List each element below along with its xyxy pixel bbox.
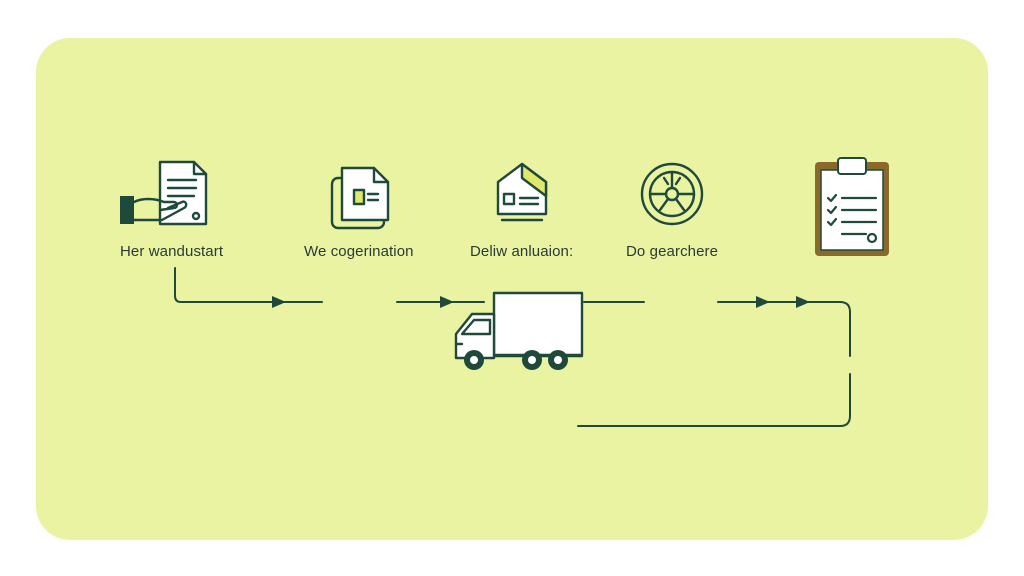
arrow-head-2 [440,296,454,308]
wheel-icon [640,162,704,226]
step-label-3: Deliw anluaion: [470,243,574,260]
step-label-4: Do gearchere [626,243,719,260]
arrow-head-4 [796,296,810,308]
house-shipping-icon [496,162,548,222]
diagram-panel [36,38,988,540]
step-label-2: We cogerination [304,243,414,260]
hand-document-icon [120,160,208,226]
clipboard-checklist-icon [815,157,889,256]
document-icon [330,166,390,230]
arrow-head-1 [272,296,286,308]
connector-4 [717,301,851,357]
step-label-1: Her wandustart [120,243,224,260]
connector-5 [577,373,851,427]
delivery-truck-icon [454,291,584,370]
arrow-head-3 [756,296,770,308]
connector-1 [174,267,323,303]
